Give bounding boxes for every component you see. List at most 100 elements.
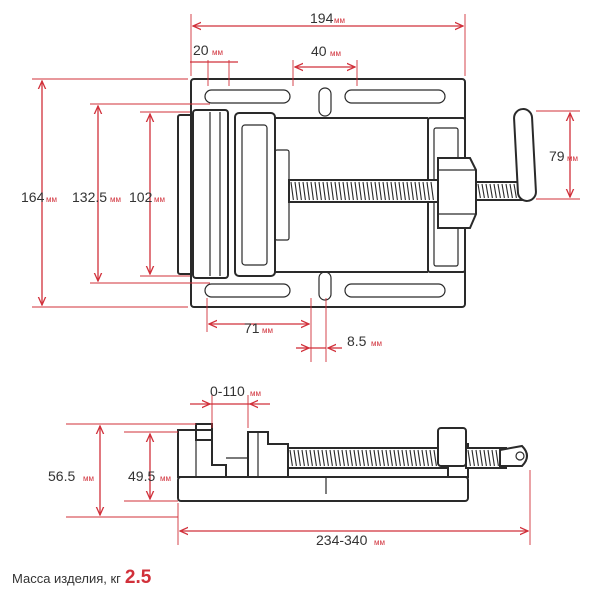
side-view-dimensions: 0-110 мм 56.5 мм 49.5 мм 234-340 мм <box>48 383 531 548</box>
dim-jaw-height: 49.5 <box>128 468 155 484</box>
dim-handle-length: 79 <box>549 148 565 164</box>
thread-line <box>410 181 414 201</box>
thread-line <box>305 449 309 467</box>
svg-text:мм: мм <box>567 154 578 163</box>
thread-line <box>317 449 321 467</box>
svg-text:мм: мм <box>160 474 171 483</box>
thread-line <box>378 181 382 201</box>
thread-line <box>346 181 350 201</box>
thread-line <box>377 449 381 467</box>
thread-line <box>342 181 346 201</box>
side-handle <box>499 444 528 467</box>
thread-line <box>398 181 402 201</box>
thread-line <box>489 183 493 199</box>
thread-line <box>389 449 393 467</box>
thread-line <box>382 181 386 201</box>
dim-slot-width: 8.5 <box>347 333 367 349</box>
movable-jaw <box>234 112 276 277</box>
thread-line <box>485 183 489 199</box>
thread-line <box>513 183 517 199</box>
thread-line <box>418 181 422 201</box>
mounting-slot <box>344 283 446 298</box>
thread-line <box>294 181 298 201</box>
thread-line <box>501 183 505 199</box>
thread-line <box>330 181 334 201</box>
thread-line <box>354 181 358 201</box>
thread-line <box>314 181 318 201</box>
mounting-slot <box>204 89 291 104</box>
svg-text:мм: мм <box>262 326 273 335</box>
dim-overall-depth: 164 <box>21 189 45 205</box>
thread-line <box>302 181 306 201</box>
thread-line <box>373 449 377 467</box>
svg-text:мм: мм <box>374 538 385 547</box>
hex-nut <box>437 157 477 229</box>
thread-line <box>417 449 421 467</box>
thread-line <box>421 449 425 467</box>
thread-line <box>349 449 353 467</box>
side-movable-jaw <box>247 431 289 478</box>
thread-line <box>414 181 418 201</box>
mounting-slot <box>204 283 291 298</box>
thread-line <box>493 183 497 199</box>
thread-line <box>413 449 417 467</box>
dim-overall-width: 194 <box>310 10 334 26</box>
svg-text:мм: мм <box>212 48 223 57</box>
thread-line <box>370 181 374 201</box>
thread-line <box>289 449 293 467</box>
dim-total-length: 234-340 <box>316 532 368 548</box>
side-screw-thread <box>289 449 437 467</box>
thread-line <box>358 181 362 201</box>
dim-jaw-width: 102 <box>129 189 153 205</box>
thread-line <box>405 449 409 467</box>
thread-line <box>497 183 501 199</box>
center-slot <box>318 87 332 117</box>
thread-line <box>306 181 310 201</box>
thread-line <box>322 181 326 201</box>
thread-line <box>397 449 401 467</box>
handle <box>513 108 537 202</box>
thread-line <box>422 181 426 201</box>
svg-text:мм: мм <box>330 49 341 58</box>
thread-line <box>309 449 313 467</box>
thread-line <box>429 449 433 467</box>
thread-line <box>318 181 322 201</box>
thread-line <box>313 449 317 467</box>
center-slot <box>318 271 332 301</box>
svg-text:мм: мм <box>154 195 165 204</box>
thread-line <box>338 181 342 201</box>
thread-line <box>329 449 333 467</box>
dim-inner-depth: 132.5 <box>72 189 107 205</box>
thread-line <box>430 181 434 201</box>
thread-line <box>406 181 410 201</box>
thread-line <box>334 181 338 201</box>
thread-line <box>477 183 481 199</box>
thread-line <box>509 183 513 199</box>
thread-line <box>505 183 509 199</box>
svg-text:мм: мм <box>250 389 261 398</box>
thread-line <box>365 449 369 467</box>
thread-line <box>495 449 499 467</box>
dim-slot-position: 71 <box>244 320 260 336</box>
weight-value: 2.5 <box>124 567 152 588</box>
thread-line <box>471 449 475 467</box>
svg-text:мм: мм <box>83 474 94 483</box>
thread-line <box>297 449 301 467</box>
thread-line <box>479 449 483 467</box>
top-view-dimensions: 194 мм 20 мм 40 мм 164 мм 132.5 мм 102 м… <box>21 10 580 362</box>
top-view <box>177 78 537 308</box>
thread-line <box>381 449 385 467</box>
thread-line <box>425 449 429 467</box>
mounting-slot <box>344 89 446 104</box>
thread-line <box>487 449 491 467</box>
thread-line <box>341 449 345 467</box>
thread-line <box>353 449 357 467</box>
thread-line <box>337 449 341 467</box>
thread-line <box>362 181 366 201</box>
svg-text:мм: мм <box>334 16 345 25</box>
thread-line <box>298 181 302 201</box>
thread-line <box>310 181 314 201</box>
thread-line <box>301 449 305 467</box>
